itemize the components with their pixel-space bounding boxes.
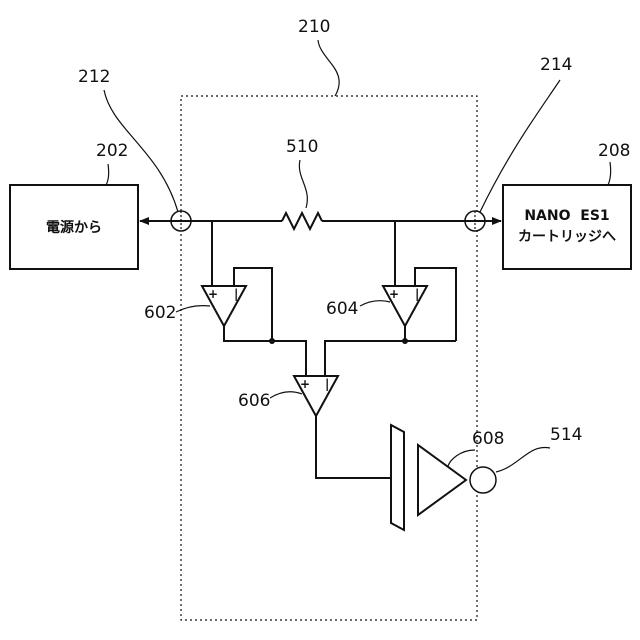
output-ref-label: 514 [550, 425, 582, 445]
cartridge-box-label-line2: カートリッジへ [518, 229, 616, 245]
amp-right-plus-sign: + [389, 287, 399, 301]
buffer-leader-line [448, 450, 475, 466]
cartridge-box-leader-line [608, 162, 611, 185]
power-box-ref-label: 202 [96, 141, 128, 161]
amp-diff-minus-sign: | [325, 377, 329, 391]
amp-left-leader-line [176, 306, 210, 312]
amp-left-junction-dot [269, 338, 275, 344]
module-leader-line [318, 40, 339, 96]
buffer-triangle [418, 445, 466, 515]
amp-diff-output-wire [316, 416, 398, 478]
resistor-ref-label: 510 [286, 137, 318, 157]
amp-diff-plus-sign: + [300, 377, 310, 391]
amp-diff-ref-label: 606 [238, 391, 270, 411]
module-boundary [181, 96, 477, 620]
output-terminal-circle [470, 467, 496, 493]
amp-left-output-wire [224, 326, 306, 376]
amp-right-ref-label: 604 [326, 299, 358, 319]
amp-right-feedback-wire [415, 268, 456, 341]
amp-left-minus-sign: | [234, 287, 238, 301]
amp-left-plus-sign: + [208, 287, 218, 301]
amp-right-leader-line [360, 301, 390, 306]
buffer-bar [391, 425, 404, 530]
amp-right-minus-sign: | [415, 287, 419, 301]
power-box-label: 電源から [46, 219, 102, 236]
port-right-ref-label: 214 [540, 55, 572, 75]
port-left-ref-label: 212 [78, 67, 110, 87]
cartridge-box-label-line1: NANO ES1 [524, 208, 609, 224]
output-leader-line [496, 448, 550, 472]
cartridge-box [503, 185, 631, 269]
amp-left-feedback-wire [234, 268, 272, 341]
cartridge-box-ref-label: 208 [598, 141, 630, 161]
resistor-zigzag [282, 213, 322, 229]
amp-right-junction-dot [402, 338, 408, 344]
resistor-leader-line [299, 160, 307, 208]
amp-diff-leader-line [270, 392, 302, 398]
power-box-leader-line [106, 164, 109, 185]
amp-right-output-wire [325, 326, 405, 376]
module-ref-label: 210 [298, 17, 330, 37]
amp-left-ref-label: 602 [144, 303, 176, 323]
buffer-ref-label: 608 [472, 429, 504, 449]
